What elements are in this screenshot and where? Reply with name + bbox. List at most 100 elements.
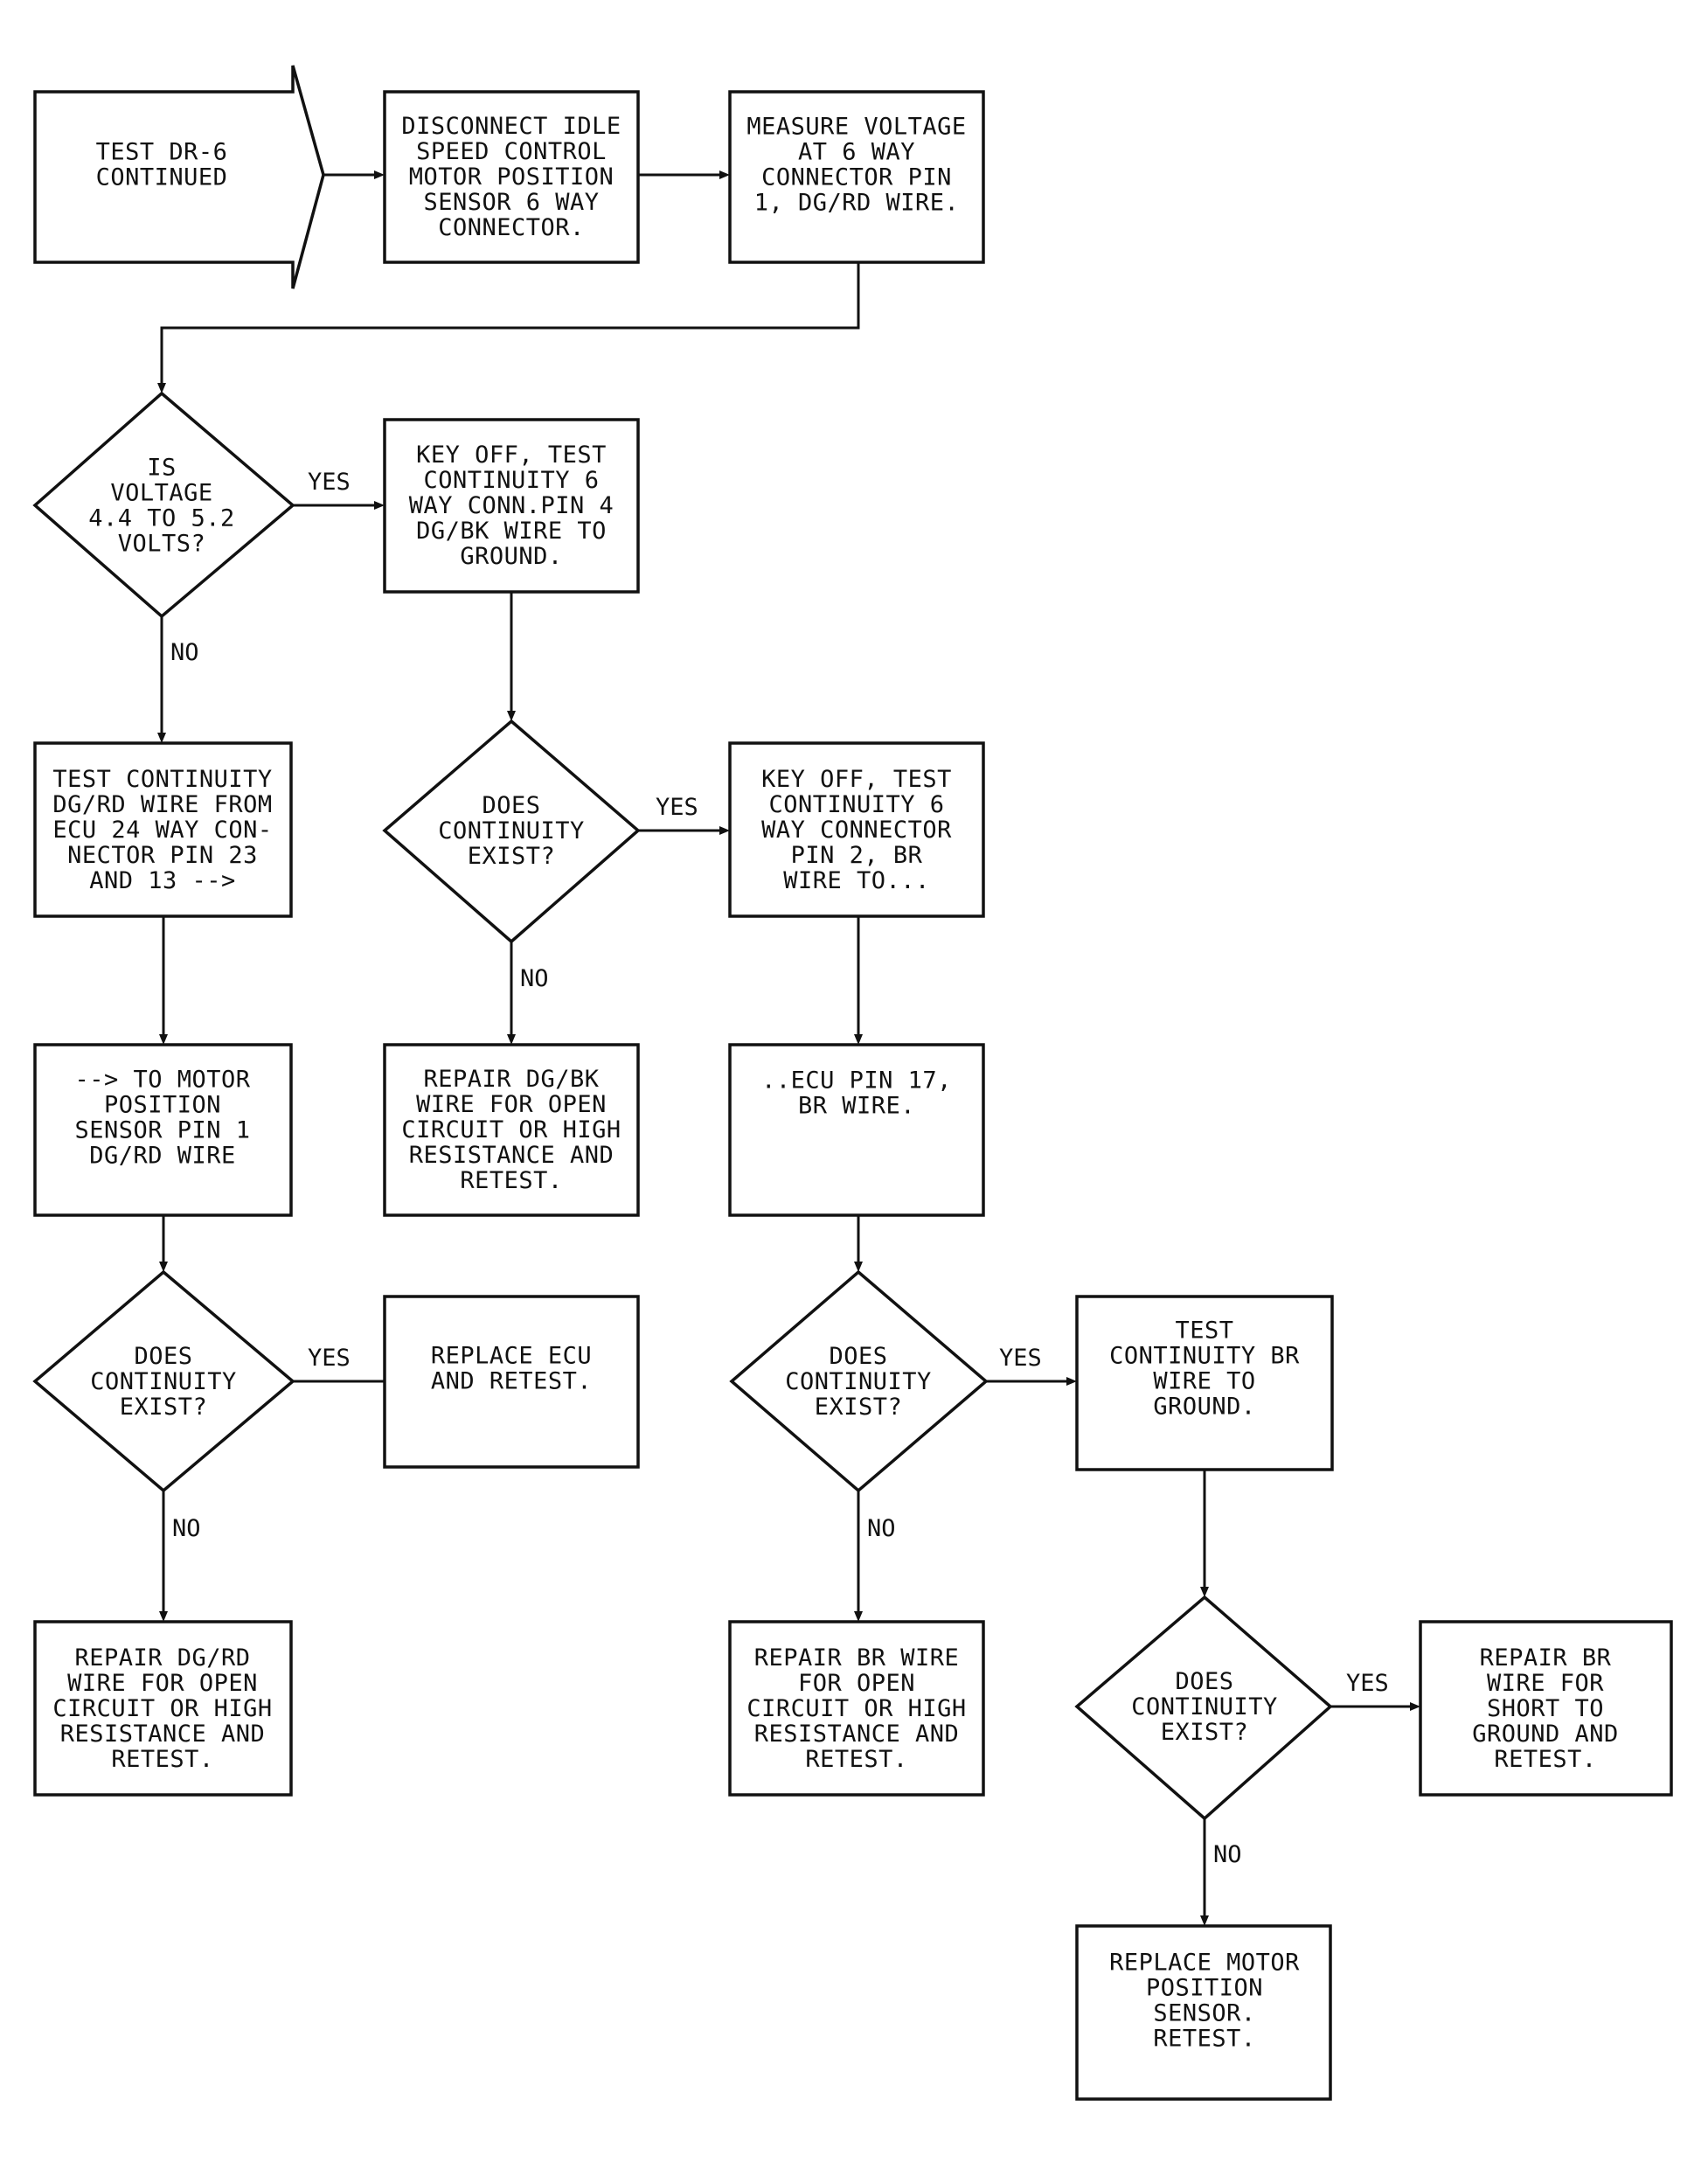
node-rep-brs (1419, 1620, 1673, 1797)
node-label-line: DOES (829, 1343, 887, 1370)
edge-label-no: NO (172, 1515, 201, 1542)
node-label-line: RESISTANCE AND (60, 1721, 266, 1748)
node-meas (728, 90, 985, 264)
node-label-line: VOLTS? (118, 531, 206, 558)
node-tmp (33, 1043, 293, 1217)
node-label-line: DOES (134, 1343, 192, 1370)
node-label-line: GROUND. (460, 543, 562, 570)
node-label-line: RETEST. (460, 1167, 562, 1194)
node-label-line: MOTOR POSITION (409, 163, 614, 191)
node-label-line: WIRE FOR OPEN (67, 1670, 258, 1697)
node-label-line: WAY CONNECTOR (761, 817, 952, 844)
node-label-line: CONTINUITY (90, 1368, 237, 1395)
node-label-line: DOES (482, 792, 540, 819)
node-label-line: EXIST? (468, 843, 556, 870)
node-key2 (728, 741, 985, 918)
node-label-line: RETEST. (1494, 1746, 1596, 1773)
edge-label-yes: YES (999, 1345, 1042, 1372)
node-label-line: SENSOR. (1153, 2000, 1255, 2027)
node-label: ..ECU PIN 17,BR WIRE. (761, 1067, 952, 1120)
node-label-line: FOR OPEN (798, 1670, 915, 1697)
node-label-line: TEST DR-6 (96, 139, 228, 166)
node-rep-mps (1075, 1924, 1332, 2101)
node-label-line: CONTINUITY (785, 1368, 932, 1395)
edge-label-yes: YES (308, 1345, 351, 1372)
node-label-line: REPLACE MOTOR (1109, 1950, 1300, 1977)
node-label-line: WIRE FOR OPEN (416, 1091, 607, 1118)
node-label-line: RESISTANCE AND (754, 1721, 960, 1748)
node-label-line: WIRE FOR (1487, 1670, 1604, 1697)
node-label-line: AT 6 WAY (798, 139, 915, 166)
edge-label-no: NO (170, 639, 199, 666)
node-label-line: POSITION (104, 1092, 221, 1119)
node-tc-br (1075, 1295, 1334, 1471)
node-ecu17 (728, 1043, 985, 1217)
node-start (33, 65, 325, 289)
node-label-line: DISCONNECT IDLE (401, 113, 621, 140)
node-label-line: RETEST. (1153, 2026, 1255, 2053)
node-label-line: NECTOR PIN 23 (67, 842, 258, 869)
node-label-line: EXIST? (815, 1394, 903, 1421)
node-label-line: DG/RD WIRE FROM (52, 791, 272, 818)
node-label-line: MEASURE VOLTAGE (746, 114, 966, 141)
edge-label-no: NO (1213, 1841, 1242, 1868)
node-label-line: DG/RD WIRE (89, 1143, 236, 1170)
node-label-line: CONNECTOR. (438, 214, 585, 241)
node-label-line: POSITION (1146, 1975, 1263, 2002)
node-label-line: CIRCUIT OR HIGH (746, 1695, 966, 1722)
node-label-line: RETEST. (111, 1746, 213, 1773)
node-label-line: RESISTANCE AND (409, 1142, 614, 1169)
edge-label-yes: YES (308, 469, 351, 496)
node-label-line: WAY CONN.PIN 4 (409, 492, 614, 519)
node-label-line: 4.4 TO 5.2 (88, 505, 235, 532)
node-label-line: 1, DG/RD WIRE. (754, 190, 960, 217)
node-label-line: KEY OFF, TEST (416, 441, 607, 469)
node-label-line: AND RETEST. (431, 1368, 592, 1395)
node-label-line: REPLACE ECU (431, 1343, 592, 1370)
node-label-line: ..ECU PIN 17, (761, 1067, 952, 1095)
node-label-line: TEST CONTINUITY (52, 766, 272, 793)
node-label-line: SHORT TO (1487, 1695, 1604, 1722)
node-label-line: GROUND. (1153, 1394, 1255, 1421)
node-label-line: --> TO MOTOR (74, 1067, 250, 1094)
node-label-line: VOLTAGE (110, 480, 212, 507)
node-label-line: REPAIR BR WIRE (754, 1644, 960, 1672)
node-rep-ecu (383, 1295, 640, 1469)
node-label-line: REPAIR BR (1480, 1644, 1612, 1672)
node-label-line: EXIST? (1161, 1719, 1249, 1746)
node-label-line: CIRCUIT OR HIGH (401, 1116, 621, 1144)
node-label-line: REPAIR DG/RD (74, 1644, 250, 1672)
node-label-line: CONTINUITY BR (1109, 1343, 1300, 1370)
node-label-line: WIRE TO (1153, 1368, 1255, 1395)
node-label-line: CONTINUITY (1131, 1693, 1278, 1721)
node-label-line: REPAIR DG/BK (423, 1066, 599, 1093)
edge-label-no: NO (867, 1515, 896, 1542)
node-label-line: WIRE TO... (783, 867, 930, 894)
node-label-line: DOES (1175, 1668, 1233, 1695)
node-rep-dgrd (33, 1620, 293, 1797)
node-label-line: TEST (1175, 1317, 1233, 1345)
edge-label-yes: YES (1346, 1670, 1389, 1697)
edge-label-yes: YES (656, 794, 698, 821)
node-label-line: RETEST. (805, 1746, 907, 1773)
node-label-line: BR WIRE. (798, 1093, 915, 1120)
node-label-line: CONNECTOR PIN (761, 164, 952, 191)
node-label-line: CONTINUITY 6 (768, 791, 944, 818)
node-label-line: CONTINUED (96, 164, 228, 191)
node-label-line: GROUND AND (1472, 1721, 1619, 1748)
node-label-line: IS (147, 455, 177, 482)
